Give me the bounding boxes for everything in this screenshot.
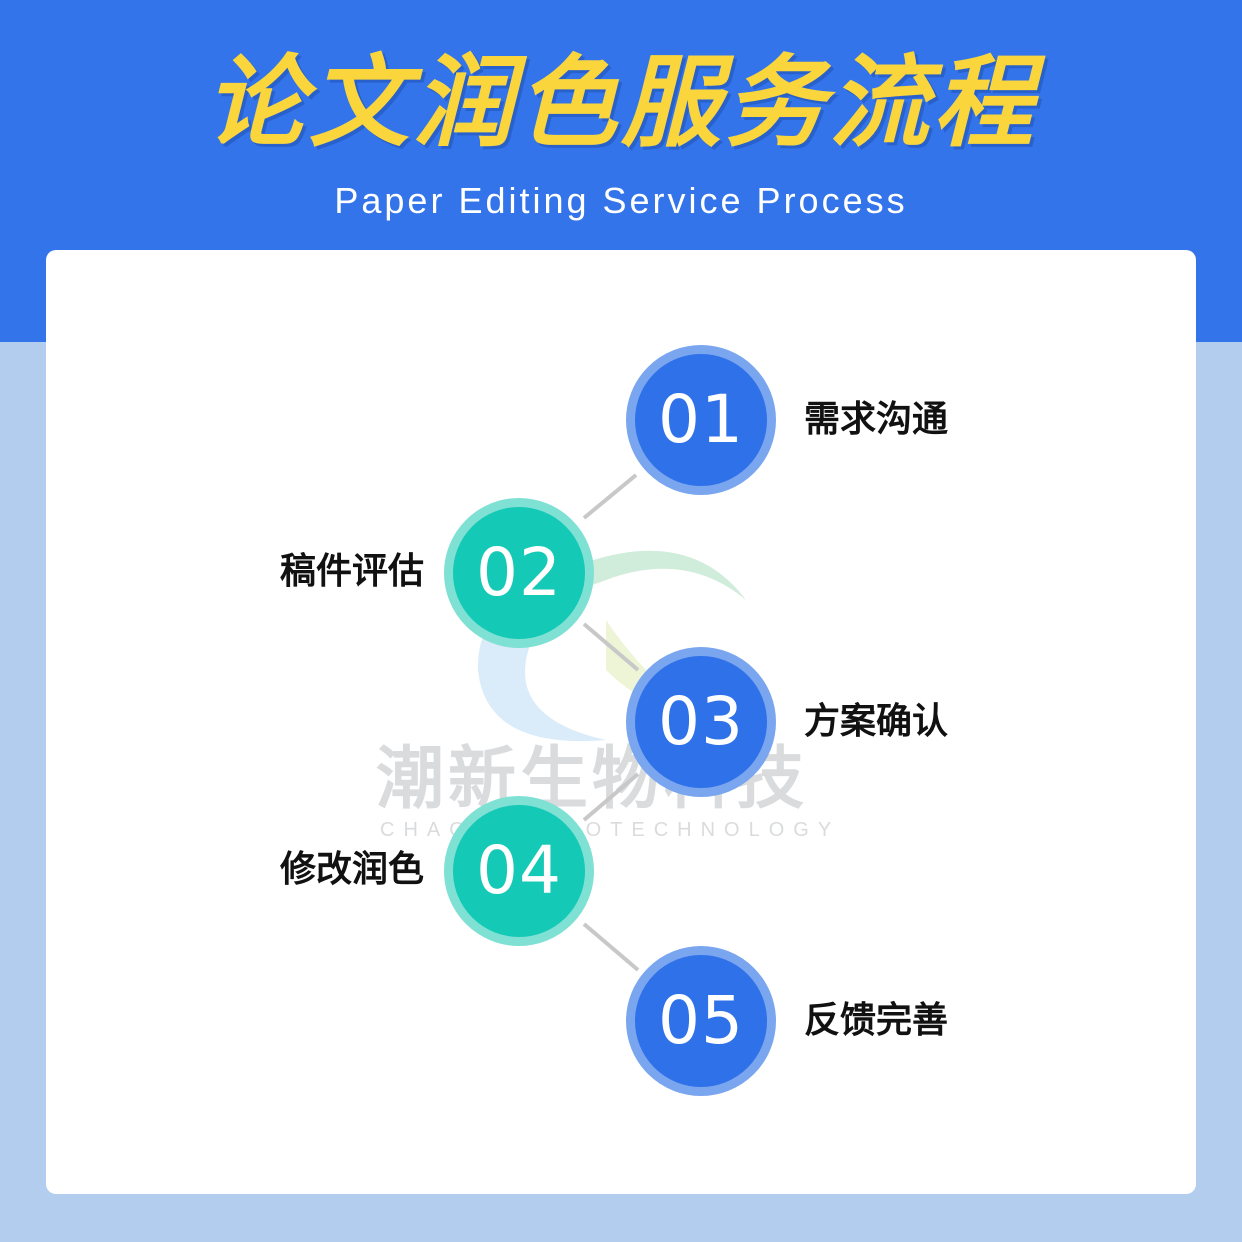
step-label-02: 稿件评估 [279, 551, 424, 592]
connector-01-02 [582, 473, 638, 520]
step-label-04: 修改润色 [279, 849, 424, 890]
page-subtitle: Paper Editing Service Process [334, 180, 908, 221]
step-label-03: 方案确认 [804, 701, 949, 742]
step-number: 04 [476, 832, 562, 909]
step-05: 05 [626, 946, 776, 1096]
process-card: 潮新生物科技 CHAOXIN BIOTECHNOLOGY 01 需求沟通 02 … [46, 250, 1196, 1194]
step-number: 02 [476, 534, 562, 611]
connector-03-04 [582, 772, 640, 822]
step-01: 01 [626, 345, 776, 495]
step-number: 01 [658, 381, 744, 458]
step-number: 03 [658, 683, 744, 760]
connector-04-05 [582, 922, 640, 972]
page-title: 论文润色服务流程 [205, 44, 1037, 161]
step-04: 04 [444, 796, 594, 946]
step-label-05: 反馈完善 [804, 1000, 949, 1041]
connector-02-03 [582, 622, 640, 672]
step-03: 03 [626, 647, 776, 797]
step-02: 02 [444, 498, 594, 648]
step-label-01: 需求沟通 [804, 399, 949, 440]
connector-lines [582, 473, 640, 972]
step-number: 05 [658, 982, 744, 1059]
